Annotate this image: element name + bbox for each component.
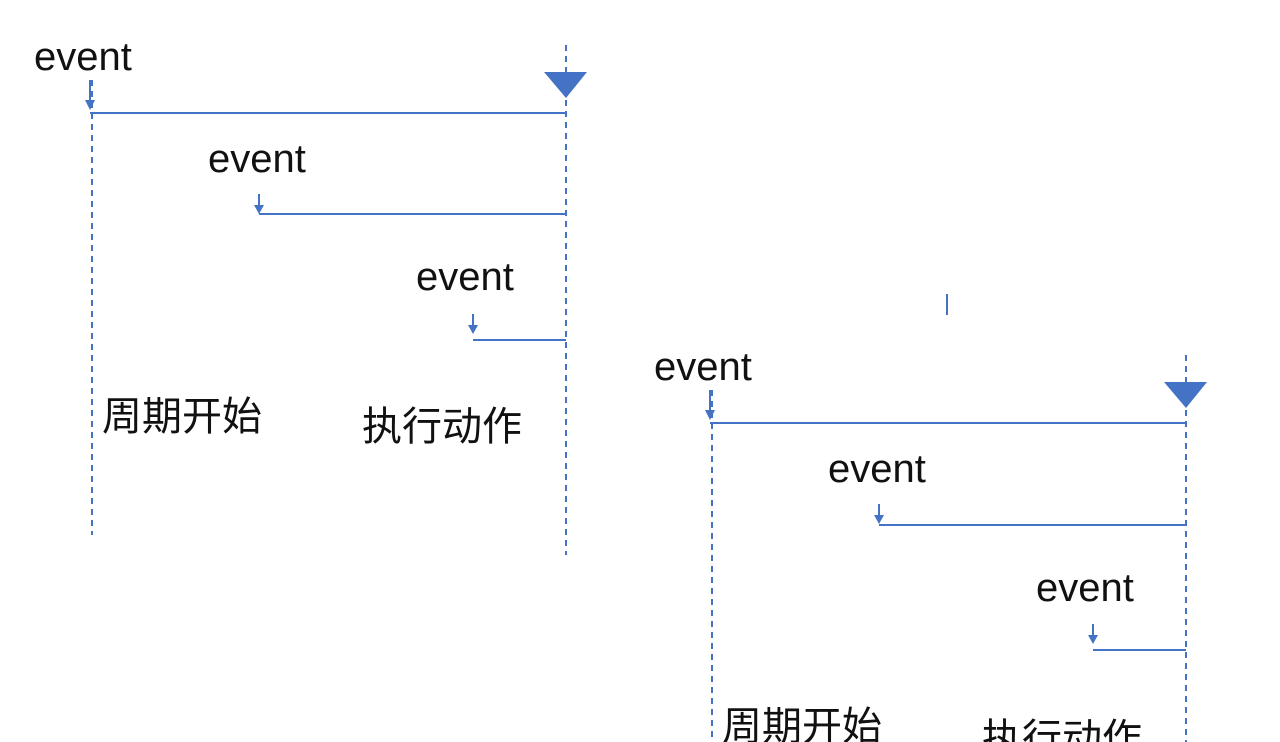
event-3-arrowhead [1088, 635, 1098, 644]
event-label-1: event [654, 345, 752, 389]
event-1-arrowhead [705, 410, 715, 420]
action-label: 执行动作 [362, 404, 522, 450]
event-label-3: event [416, 255, 514, 299]
event-label-2: event [208, 137, 306, 181]
event-2-arrowhead [874, 515, 884, 524]
diagram-left: event event event 周期开始 执行动作 [34, 35, 587, 555]
action-trigger-triangle [544, 72, 587, 98]
event-label-2: event [828, 447, 926, 491]
event-label-3: event [1036, 566, 1134, 610]
event-label-1: event [34, 35, 132, 79]
action-label: 执行动作 [982, 716, 1142, 742]
event-2-arrowhead [254, 205, 264, 214]
event-3-arrowhead [468, 325, 478, 334]
event-1-arrowhead [85, 100, 95, 110]
cycle-start-label: 周期开始 [102, 394, 262, 440]
cycle-start-label: 周期开始 [722, 704, 882, 742]
diagram-right: event event event 周期开始 执行动作 [654, 345, 1207, 742]
action-trigger-triangle [1164, 382, 1207, 408]
